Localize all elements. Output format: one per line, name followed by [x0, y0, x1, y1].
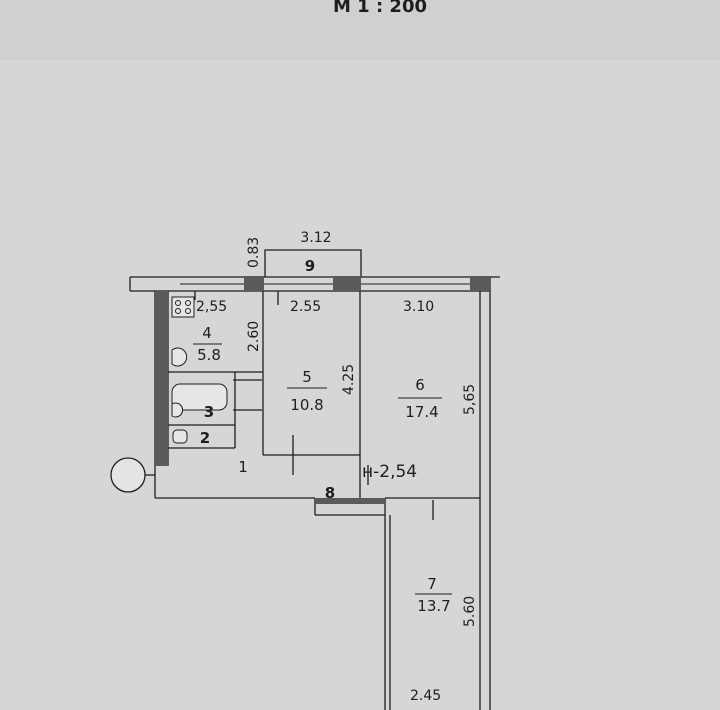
balcony-number: 9 [305, 257, 315, 275]
stove-burner [185, 308, 191, 314]
room1-number: 1 [238, 458, 248, 476]
room4-area: 5.8 [197, 346, 221, 364]
stove-burner [175, 308, 181, 314]
room3-number: 3 [204, 403, 214, 421]
kitchen-depth-dim: 2.60 [246, 321, 262, 352]
washbasin-icon [171, 402, 184, 418]
ceiling-height: н-2,54 [362, 462, 417, 482]
sink-icon [171, 347, 188, 367]
balcony-depth-dim: 0.83 [246, 237, 262, 268]
room5-width-dim: 2.55 [290, 299, 321, 315]
room5-depth-dim: 4.25 [341, 364, 357, 395]
room7-area: 13.7 [417, 597, 450, 615]
room6-depth-dim: 5,65 [462, 384, 478, 415]
room7-depth-dim: 5.60 [462, 596, 478, 627]
stove-icon [171, 296, 195, 318]
scale-title: М 1 : 200 [333, 0, 427, 17]
toilet-icon [172, 429, 188, 444]
room6-number: 6 [415, 376, 425, 394]
room4-number: 4 [202, 324, 212, 342]
entrance-marker [110, 457, 146, 493]
paper-shade [0, 0, 720, 60]
room5-area: 10.8 [290, 396, 323, 414]
room6-area: 17.4 [405, 403, 438, 421]
room6-width-dim: 3.10 [403, 299, 434, 315]
stove-burner [185, 300, 191, 306]
room7-width-dim: 2.45 [410, 688, 441, 704]
room8-number: 8 [325, 484, 335, 502]
kitchen-width-dim: 2,55 [196, 299, 227, 315]
room5-number: 5 [302, 368, 312, 386]
bathtub-icon [171, 383, 228, 411]
room7-number: 7 [427, 575, 437, 593]
room2-number: 2 [200, 429, 210, 447]
balcony-outline [264, 249, 362, 277]
stove-burner [175, 300, 181, 306]
wall-fills [155, 276, 490, 504]
balcony-length: 3.12 [300, 230, 331, 246]
